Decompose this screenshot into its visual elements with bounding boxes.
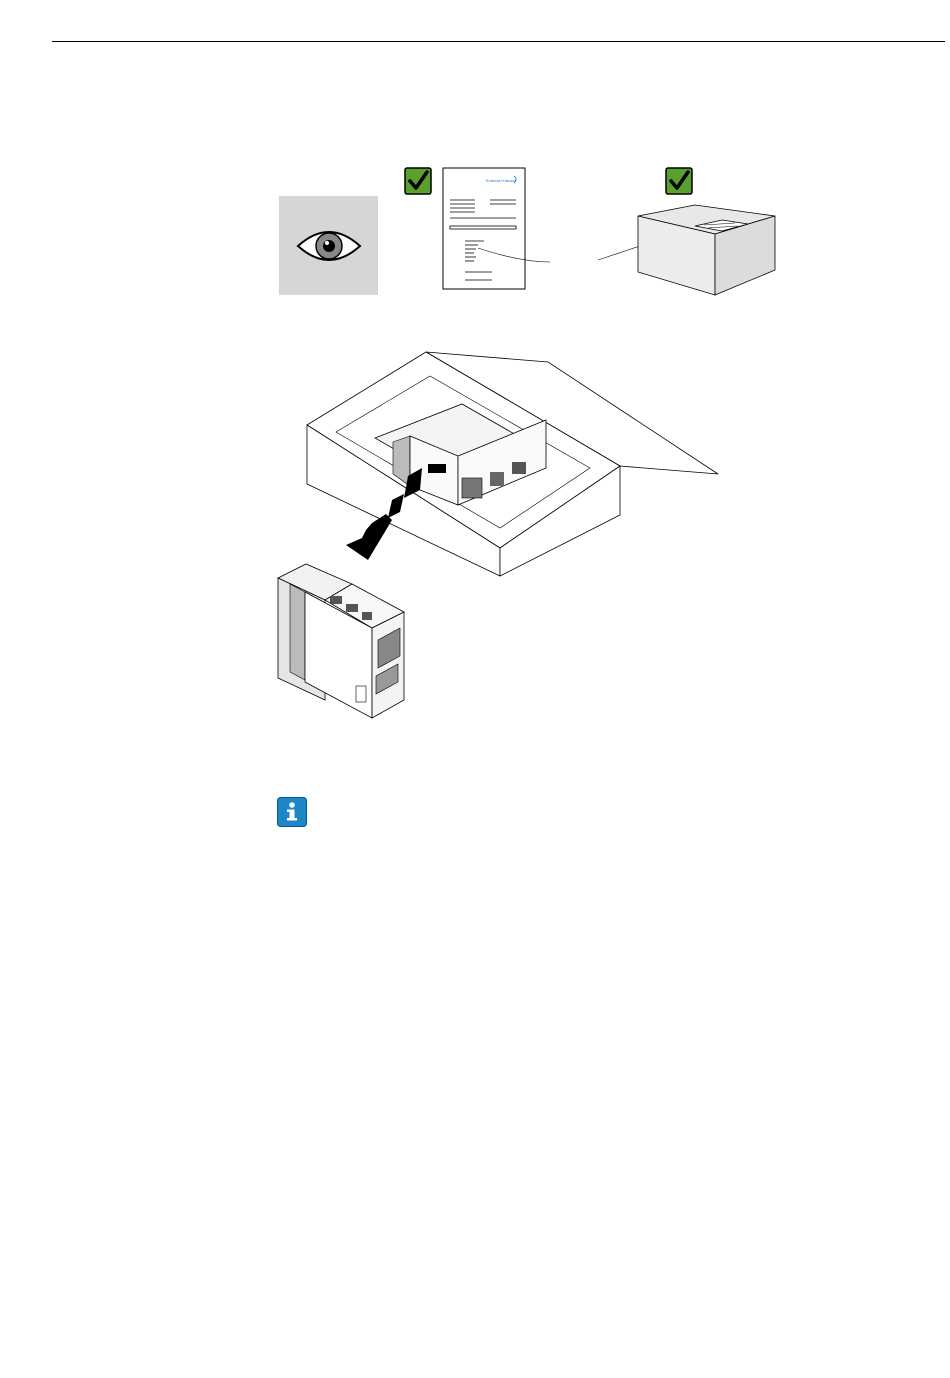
document-logo-text: Endress+Hauser	[486, 178, 517, 183]
package-box	[638, 205, 775, 295]
info-icon	[277, 797, 307, 827]
device-unit	[278, 564, 404, 718]
delivery-note-document: Endress+Hauser	[443, 168, 525, 289]
eye-icon	[279, 196, 378, 295]
checkmark-icon	[405, 168, 431, 194]
checkmark-icon	[666, 168, 692, 194]
unpacking-illustration: Endress+Hauser	[0, 0, 950, 760]
